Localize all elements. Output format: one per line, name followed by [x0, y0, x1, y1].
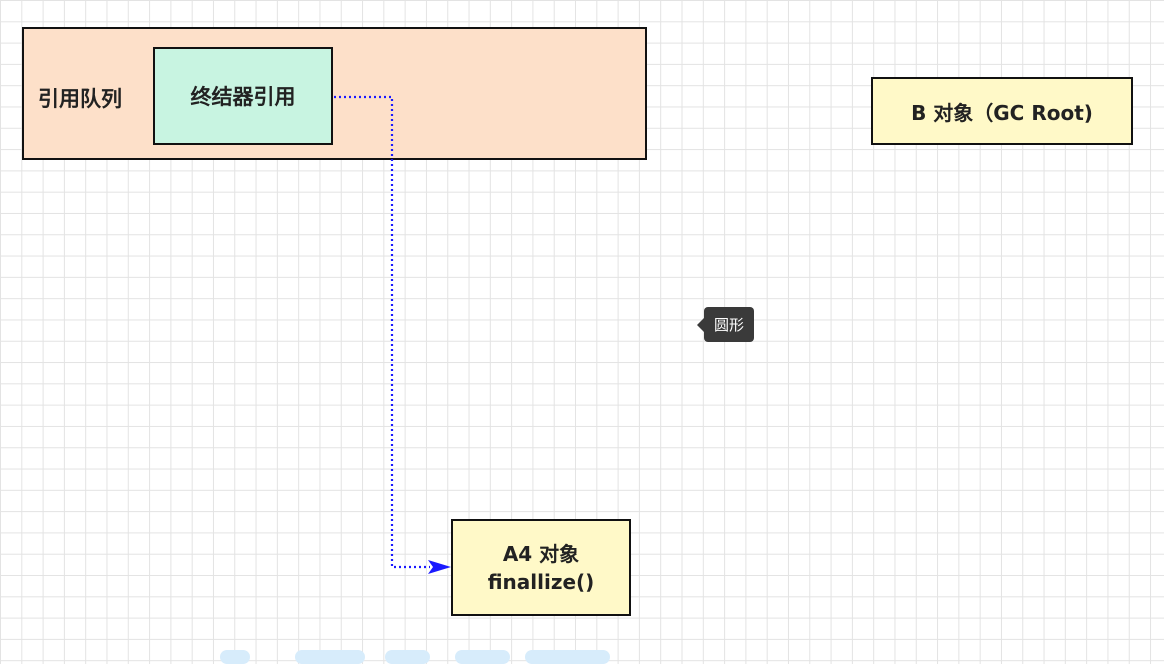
shape-hint	[525, 650, 610, 664]
shape-hint	[295, 650, 365, 664]
a4-object-method: finallize()	[487, 569, 595, 594]
finalizer-reference-box[interactable]: 终结器引用	[153, 47, 333, 145]
connector-line	[334, 95, 430, 569]
a4-object-title: A4 对象	[502, 541, 580, 566]
bottom-shape-hints	[220, 648, 620, 664]
finalizer-reference-label: 终结器引用	[190, 85, 296, 109]
shape-tooltip: 圆形	[697, 307, 755, 342]
a4-object-box[interactable]: A4 对象 finallize()	[451, 519, 631, 616]
reference-queue-label: 引用队列	[38, 87, 122, 111]
tooltip-pointer	[697, 318, 704, 332]
tooltip-text: 圆形	[714, 316, 745, 334]
reference-queue-box[interactable]: 引用队列	[22, 27, 647, 160]
b-object-label: B 对象（GC Root)	[911, 100, 1093, 125]
shape-hint	[385, 650, 430, 664]
connector-arrowhead	[428, 560, 451, 574]
shape-hint	[455, 650, 510, 664]
shape-hint	[220, 650, 250, 664]
b-object-box[interactable]: B 对象（GC Root)	[871, 77, 1133, 145]
